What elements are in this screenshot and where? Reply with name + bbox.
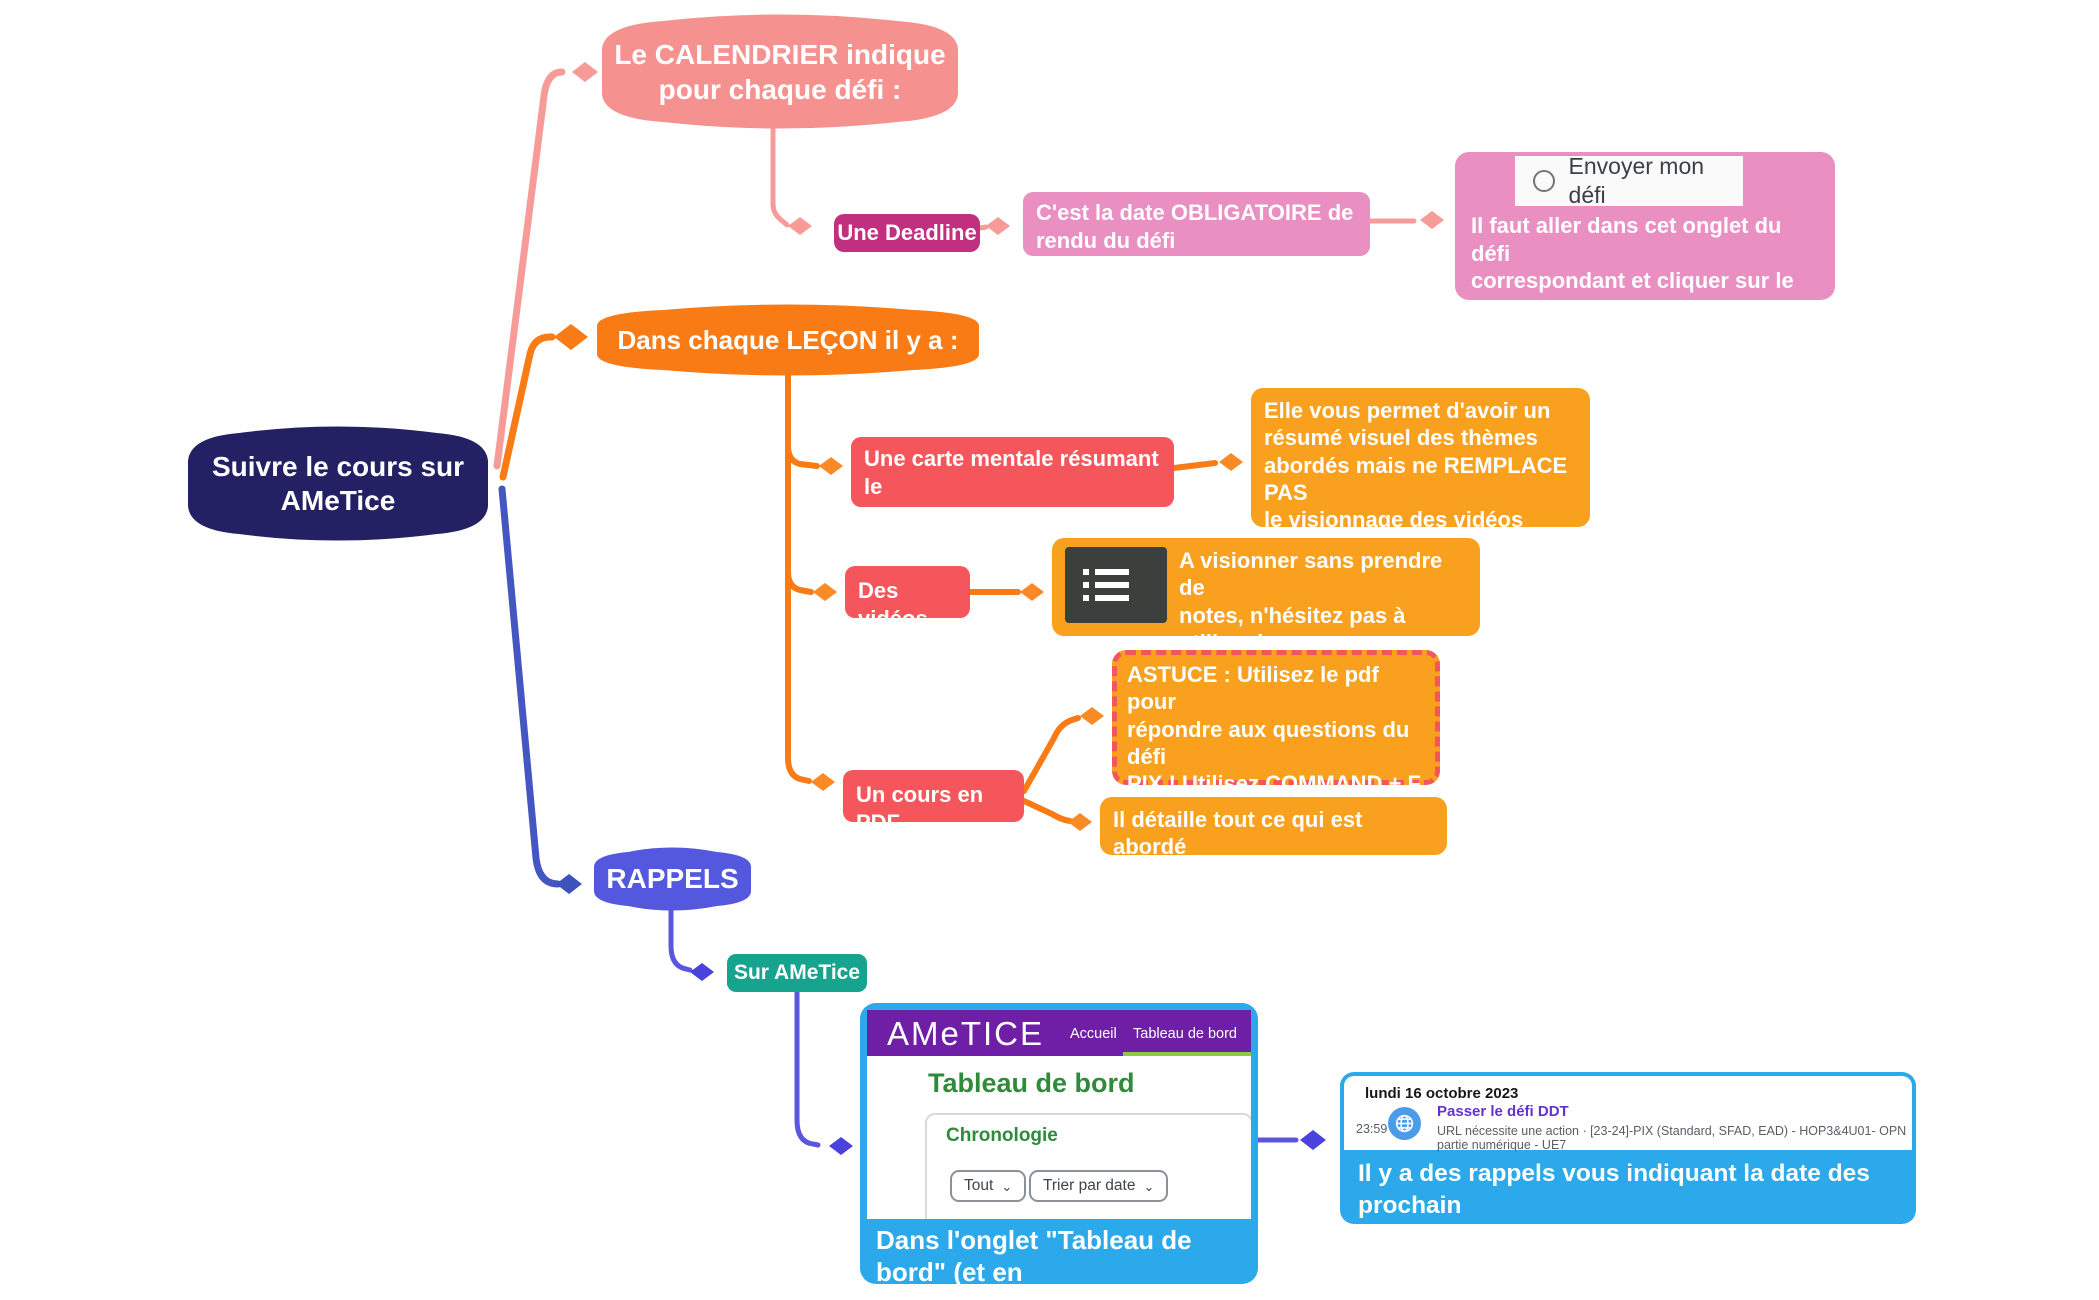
- deadline-info-node[interactable]: C'est la date OBLIGATOIRE de rendu du dé…: [1023, 192, 1370, 256]
- connector-lesson-mindmap: [785, 443, 820, 469]
- connector-deadline-info: [977, 224, 989, 231]
- reminder-screenshot-card[interactable]: lundi 16 octobre 2023 23:59 Passer le dé…: [1340, 1072, 1916, 1251]
- ametice-screenshot-card[interactable]: AMeTICE Accueil Tableau de bord Tableau …: [860, 1003, 1258, 1300]
- filter-all-dropdown: Tout ⌄: [950, 1170, 1027, 1202]
- chronologie-title: Chronologie: [946, 1125, 1058, 1146]
- ametice-header: AMeTICE Accueil Tableau de bord: [867, 1010, 1251, 1056]
- connector-lesson-pdf: [785, 741, 812, 784]
- cloud-shape: [594, 847, 751, 911]
- ametice-logo: AMeTICE: [887, 1015, 1045, 1052]
- chronologie-panel: Chronologie Tout ⌄ Trier par date ⌄: [925, 1113, 1251, 1219]
- chapter-row: [1083, 595, 1167, 601]
- pdf-tip-node[interactable]: ASTUCE : Utilisez le pdf pour répondre a…: [1112, 650, 1440, 905]
- connector-mindmap-info: [1171, 460, 1218, 471]
- lesson-node-label: Dans chaque LEÇON il y a :: [617, 324, 959, 355]
- filter-all-label: Tout: [964, 1177, 994, 1194]
- active-tab-underline: [1123, 1052, 1251, 1056]
- sur-ametice-node[interactable]: Sur AMeTice: [727, 954, 867, 992]
- radio-circle-icon: [1533, 170, 1555, 192]
- reminder-details: URL nécessite une action · [23-24]-PIX (…: [1437, 1124, 1907, 1152]
- deadline-label: Une Deadline: [837, 220, 977, 245]
- calendar-node-label: Le CALENDRIER indique pour chaque défi :: [614, 38, 946, 105]
- connector-pdf-tip: [1021, 715, 1081, 794]
- connector-root-calendar: [493, 68, 566, 470]
- connector-root-rappels: [498, 485, 562, 888]
- ametice-body: Tableau de bord Chronologie Tout ⌄ Trier…: [867, 1056, 1251, 1219]
- reminder-date: lundi 16 octobre 2023: [1365, 1085, 1519, 1102]
- mindmap-topic-node[interactable]: Une carte mentale résumant le cours: [851, 437, 1174, 526]
- root-node[interactable]: Suivre le cours sur AMeTice: [184, 426, 492, 541]
- connector-lesson-videos: [785, 569, 814, 595]
- cloud-shape: [188, 426, 488, 541]
- videos-topic-node[interactable]: Des vidéos: [845, 566, 970, 631]
- reminder-card-caption: Il y a des rappels vous indiquant la dat…: [1358, 1160, 1870, 1251]
- deadline-detail-text: Il faut aller dans cet onglet du défi co…: [1471, 213, 1794, 321]
- globe-icon: [1388, 1107, 1421, 1140]
- chapter-row: [1083, 569, 1167, 575]
- chapter-row: [1083, 582, 1167, 588]
- chevron-down-icon: ⌄: [1143, 1178, 1155, 1194]
- connector-ametice-card: [794, 989, 821, 1148]
- reminder-link: Passer le défi DDT: [1437, 1103, 1569, 1120]
- sort-by-date-label: Trier par date: [1043, 1177, 1136, 1194]
- nav-tableau-de-bord: Tableau de bord: [1133, 1026, 1237, 1042]
- chevron-down-icon: ⌄: [1001, 1178, 1013, 1194]
- sur-ametice-label: Sur AMeTice: [733, 961, 861, 984]
- connector-rappels-ametice: [668, 907, 693, 973]
- rappels-branch-node[interactable]: RAPPELS: [590, 847, 755, 911]
- connector-calendar-deadline: [770, 125, 790, 228]
- connector-root-lesson: [499, 333, 556, 481]
- pdf-topic-node[interactable]: Un cours en PDF: [843, 770, 1024, 835]
- nav-accueil: Accueil: [1070, 1026, 1117, 1042]
- envoyer-tab-label: Envoyer mon défi: [1568, 153, 1705, 208]
- deadline-detail-node[interactable]: Envoyer mon défi Il faut aller dans cet …: [1455, 152, 1835, 321]
- root-label: Suivre le cours sur AMeTice: [211, 450, 465, 516]
- sort-by-date-dropdown: Trier par date ⌄: [1029, 1170, 1169, 1202]
- diamond-arrowheads: [554, 62, 1444, 1155]
- calendar-branch-node[interactable]: Le CALENDRIER indique pour chaque défi :: [598, 14, 962, 129]
- reminder-time: 23:59: [1356, 1122, 1388, 1136]
- envoyer-tab-image: Envoyer mon défi: [1515, 153, 1743, 208]
- cloud-shape: [602, 14, 958, 129]
- deadline-node[interactable]: Une Deadline: [834, 214, 980, 252]
- connector-pdf-info: [1021, 798, 1073, 824]
- ametice-card-caption: Dans l'onglet "Tableau de bord" (et en a…: [876, 1225, 1192, 1300]
- chapter-list-icon: [1065, 547, 1167, 623]
- rappels-node-label: RAPPELS: [606, 863, 739, 894]
- mindmap-info-node[interactable]: Elle vous permet d'avoir un résumé visue…: [1251, 388, 1590, 587]
- pdf-info-node[interactable]: Il détaille tout ce qui est abordé dans …: [1100, 797, 1447, 887]
- lesson-branch-node[interactable]: Dans chaque LEÇON il y a :: [593, 304, 983, 376]
- cloud-shape: [597, 304, 979, 376]
- reminder-event-row: lundi 16 octobre 2023 23:59 Passer le dé…: [1344, 1076, 1912, 1152]
- videos-info-node[interactable]: A visionner sans prendre de notes, n'hés…: [1052, 538, 1480, 737]
- dashboard-title: Tableau de bord: [928, 1068, 1135, 1098]
